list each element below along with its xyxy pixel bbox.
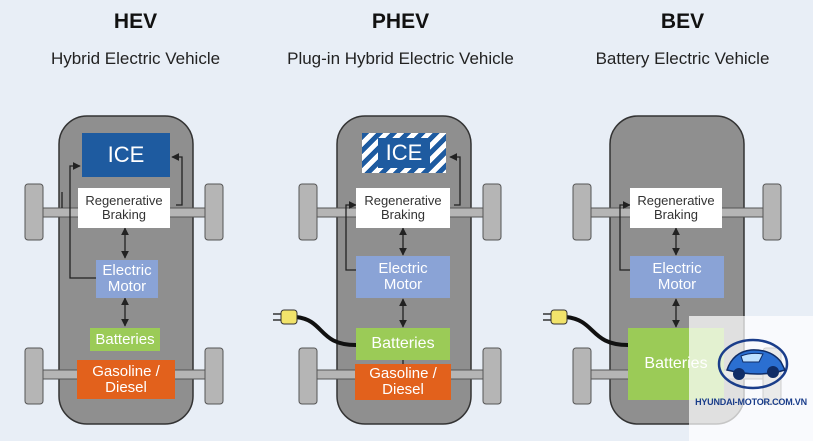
phev-ice-label: ICE [377, 138, 431, 168]
phev-motor-block: Electric Motor [356, 256, 450, 298]
hev-motor-line1: Electric [102, 262, 152, 280]
hev-ice-block: ICE [82, 133, 170, 177]
phev-batteries-block: Batteries [356, 328, 450, 360]
phev-gas-line2: Diesel [382, 381, 424, 398]
phev-title: PHEV [371, 10, 430, 33]
phev-regen-line2: Braking [380, 207, 426, 222]
phev-ice-regen-line [449, 153, 461, 206]
phev-motor-line2: Motor [383, 276, 423, 293]
bev-plug-icon [550, 309, 568, 325]
hev-gas-line1: Gasoline / [92, 362, 160, 380]
watermark: HYUNDAI-MOTOR.COM.VN [689, 316, 813, 441]
bev-regen-block: Regenerative Braking [630, 188, 722, 228]
hev-regen-line1: Regenerative [85, 193, 163, 209]
bev-regen-line2: Braking [653, 207, 699, 222]
bev-regen-line1: Regenerative [637, 193, 715, 209]
hev-gas-line2: Diesel [105, 378, 147, 396]
bev-charging-cable [565, 315, 629, 347]
phev-wheel-fr [482, 183, 502, 241]
watermark-text: HYUNDAI-MOTOR.COM.VN [695, 397, 807, 407]
watermark-car-logo-icon [717, 338, 789, 390]
bev-motor-block: Electric Motor [630, 256, 724, 298]
hev-title: HEV [113, 10, 158, 33]
hev-regen-block: Regenerative Braking [78, 188, 170, 228]
hev-regen-line2: Braking [101, 207, 147, 222]
phev-regen-line1: Regenerative [364, 193, 442, 209]
hev-wheel-rr [204, 347, 224, 405]
phev-wheel-rr [482, 347, 502, 405]
phev-motor-line1: Electric [378, 260, 428, 278]
hev-ice-label: ICE [107, 142, 145, 168]
bev-wheel-rl [572, 347, 592, 405]
phev-gas-line1: Gasoline / [369, 365, 437, 383]
bev-wheel-fr [762, 183, 782, 241]
bev-title: BEV [660, 10, 705, 33]
phev-regen-block: Regenerative Braking [356, 188, 450, 228]
hev-gasoline-block: Gasoline / Diesel [77, 360, 175, 399]
phev-plug-icon [280, 309, 298, 325]
phev-motor-ice-line [345, 201, 357, 271]
bev-motor-regen-line [619, 201, 631, 271]
phev-batteries-label: Batteries [371, 334, 435, 352]
bev-subtitle: Battery Electric Vehicle [595, 49, 770, 68]
phev-wheel-fl [298, 183, 318, 241]
bev-motor-line2: Motor [657, 276, 697, 293]
hev-motor-ice-line [69, 162, 96, 279]
phev-subtitle: Plug-in Hybrid Electric Vehicle [287, 49, 514, 68]
hev-motor-line2: Motor [107, 278, 147, 295]
phev-gasoline-block: Gasoline / Diesel [355, 364, 451, 400]
hev-subtitle: Hybrid Electric Vehicle [50, 49, 221, 68]
hev-wheel-rl [24, 347, 44, 405]
hev-batteries-label: Batteries [95, 330, 155, 348]
phev-wheel-rl [298, 347, 318, 405]
hev-ice-regen-line [171, 153, 183, 206]
phev-ice-block: ICE [362, 133, 446, 173]
hev-wheel-fr [204, 183, 224, 241]
hev-motor-block: Electric Motor [96, 260, 158, 298]
phev-charging-cable [295, 315, 357, 347]
bev-motor-line1: Electric [652, 260, 702, 278]
hev-batteries-block: Batteries [90, 328, 160, 351]
hev-wheel-fl [24, 183, 44, 241]
bev-wheel-fl [572, 183, 592, 241]
